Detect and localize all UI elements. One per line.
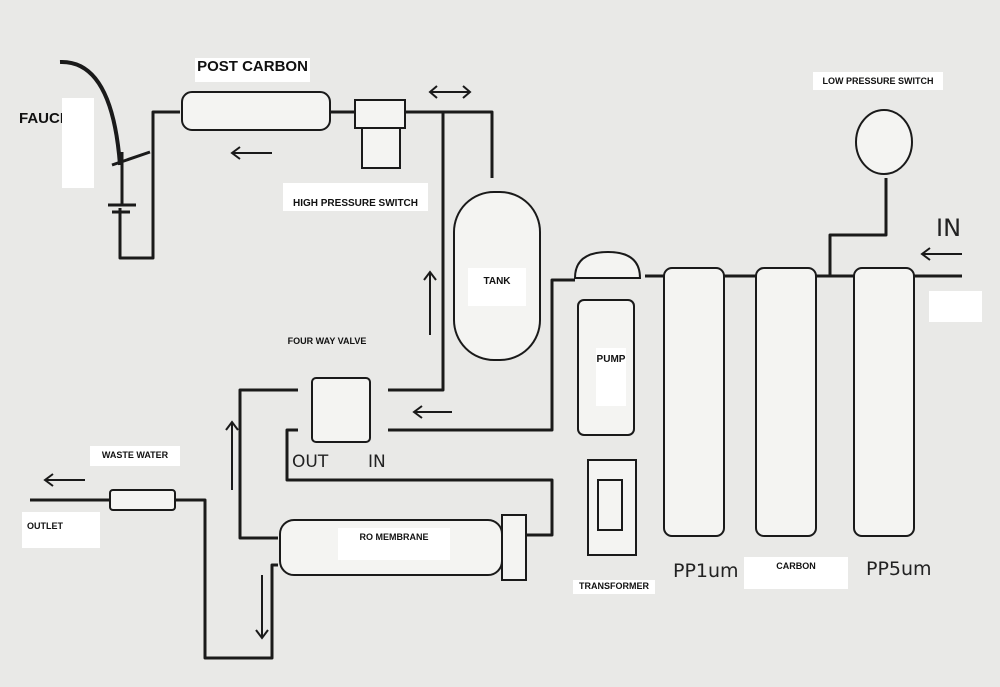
ro-membrane-cap [501,514,527,581]
post-carbon-filter [181,91,331,131]
carbon-label: CARBON [744,557,848,589]
tank-label: TANK [468,268,526,306]
faucet-blank [62,98,94,188]
low-pressure-branch-pipe [828,178,888,276]
tank-return-pipe [388,112,445,392]
high-pressure-switch-body [354,99,406,129]
flow-arrow-outlet [43,473,85,487]
valve-out-label: OUT [292,452,329,472]
in-label: IN [936,214,962,242]
four-way-valve [311,377,371,443]
four-way-valve-label: FOUR WAY VALVE [287,336,367,346]
flow-arrow-down-waste [255,575,269,640]
pump-to-valve-pipe [388,278,575,432]
flow-arrow-left-top [230,146,272,160]
pp5um-cartridge [853,267,915,537]
pp1um-cartridge [663,267,725,537]
high-pressure-switch-base [361,127,401,169]
transformer-box [587,459,637,556]
membrane-waste-pipe [175,498,278,660]
low-pressure-switch [855,109,913,175]
transformer-label: TRANSFORMER [573,580,655,594]
high-pressure-switch-label: HIGH PRESSURE SWITCH [283,183,428,211]
faucet-supply-pipe [118,110,180,260]
faucet-spout [59,59,122,166]
flow-arrow-up-tank [423,270,437,335]
valve-to-membrane-pipe [238,388,298,540]
waste-water-label: WASTE WATER [90,446,180,466]
pp5um-label: PP5um [866,558,932,580]
in-blank [929,291,982,322]
transformer-switch [597,479,623,531]
flow-arrow-up-membrane [225,420,239,490]
pump-head [573,250,642,279]
post-carbon-label: POST CARBON [195,58,310,82]
flow-arrow-bidirectional [428,85,472,99]
pump-label: PUMP [596,348,626,406]
outlet-label: OUTLET [22,512,100,548]
ro-membrane-label: RO MEMBRANE [338,528,450,560]
pp1um-label: PP1um [673,560,739,582]
carbon-cartridge [755,267,817,537]
waste-water-valve [109,489,176,511]
low-pressure-switch-label: LOW PRESSURE SWITCH [813,72,943,90]
switch-to-tank-pipe [405,110,494,178]
valve-out-loop-pipe [285,428,554,537]
faucet-handle [108,150,151,214]
flow-arrow-left-valve [412,405,452,419]
flow-arrow-in [920,247,962,261]
valve-in-label: IN [368,452,386,472]
